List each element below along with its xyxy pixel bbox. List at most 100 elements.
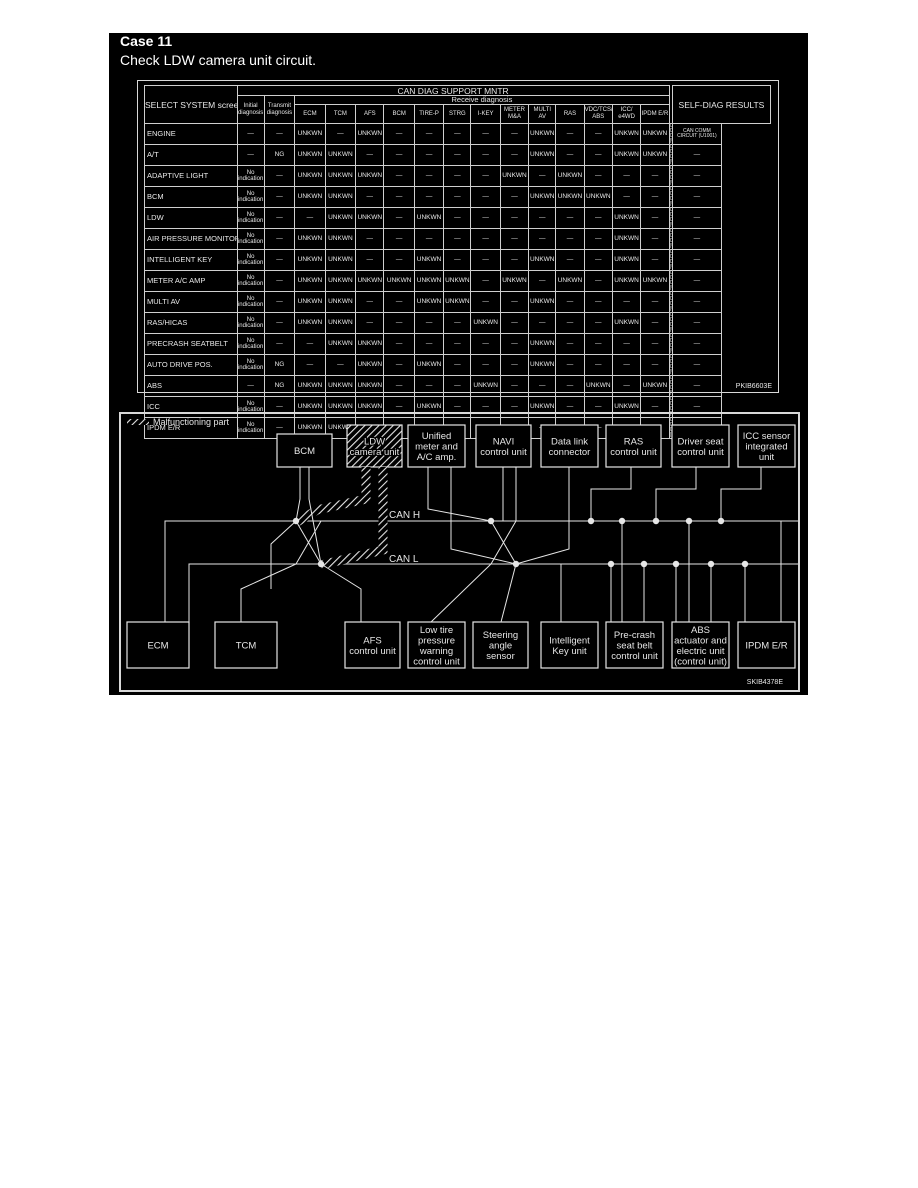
self-diag-result-cell: — bbox=[671, 144, 722, 166]
receive-diag-cell: — bbox=[555, 312, 585, 334]
self-diag-header: SELF-DIAG RESULTS bbox=[671, 85, 772, 124]
receive-diag-cell: UNKWN bbox=[294, 186, 326, 208]
receive-diag-cell: — bbox=[583, 333, 613, 355]
can-l-label: CAN L bbox=[389, 554, 419, 565]
receive-diag-cell: — bbox=[499, 354, 530, 376]
receive-diag-cell: — bbox=[355, 228, 385, 250]
receive-diag-cell: — bbox=[413, 165, 445, 187]
receive-diag-cell: — bbox=[294, 333, 326, 355]
initial-diag-cell: No indication bbox=[236, 333, 265, 355]
receive-diag-cell: UNKWN bbox=[324, 207, 357, 229]
receive-diag-cell: — bbox=[555, 375, 585, 397]
receive-diag-cell: — bbox=[413, 144, 445, 166]
receive-diag-cell: — bbox=[383, 186, 415, 208]
receive-diag-cell: UNKWN bbox=[499, 270, 530, 292]
abs-label: ABS bbox=[691, 625, 710, 636]
receive-diag-cell: — bbox=[640, 312, 670, 334]
bcm-label: BCM bbox=[294, 446, 315, 457]
receive-diag-cell: UNKWN bbox=[528, 249, 557, 271]
icc-label: integrated bbox=[745, 442, 787, 453]
bcm-can-l bbox=[308, 467, 322, 565]
receive-diag-cell: UNKWN bbox=[413, 270, 445, 292]
seat-box bbox=[671, 424, 730, 468]
precrash-label: control unit bbox=[611, 651, 658, 662]
system-name-cell: BCM bbox=[144, 186, 238, 208]
initial-diag-cell: No indication bbox=[236, 249, 265, 271]
navi-box bbox=[475, 424, 532, 468]
junction-dot bbox=[640, 560, 648, 568]
transmit-diag-header: Transmit diagnosis bbox=[263, 95, 296, 124]
icc-box bbox=[737, 424, 796, 468]
tire-label: pressure bbox=[418, 635, 455, 646]
receive-diag-cell: UNKWN bbox=[555, 186, 585, 208]
ecm-link bbox=[270, 520, 297, 589]
steer-label: sensor bbox=[486, 651, 515, 662]
junction-dot bbox=[512, 560, 520, 568]
junction-dot bbox=[487, 517, 495, 525]
twist-left-b bbox=[295, 520, 322, 565]
junction-dot bbox=[672, 560, 680, 568]
receive-diag-cell: UNKWN bbox=[294, 123, 326, 145]
receive-diag-cell: — bbox=[470, 165, 501, 187]
initial-diag-cell: No indication bbox=[236, 312, 265, 334]
receive-diag-cell: — bbox=[583, 123, 613, 145]
receive-diag-cell: — bbox=[443, 123, 472, 145]
junction-dot bbox=[618, 517, 626, 525]
receive-diag-cell: — bbox=[499, 291, 530, 313]
receive-col-header: AFS bbox=[355, 104, 385, 124]
case-description: Check LDW camera unit circuit. bbox=[120, 52, 317, 68]
transmit-diag-cell: — bbox=[263, 186, 296, 208]
receive-diag-cell: — bbox=[324, 123, 357, 145]
receive-diag-cell: UNKWN bbox=[355, 123, 385, 145]
receive-diag-cell: UNKWN bbox=[413, 291, 445, 313]
receive-diag-cell: — bbox=[499, 249, 530, 271]
transmit-diag-cell: — bbox=[263, 165, 296, 187]
receive-diag-cell: UNKWN bbox=[294, 291, 326, 313]
meter-label: A/C amp. bbox=[417, 452, 457, 463]
initial-diag-cell: — bbox=[236, 123, 265, 145]
receive-diag-cell: UNKWN bbox=[611, 123, 642, 145]
abs-label: electric unit bbox=[676, 646, 724, 657]
receive-diag-cell: — bbox=[413, 312, 445, 334]
receive-diag-cell: — bbox=[640, 291, 670, 313]
receive-diag-cell: — bbox=[470, 123, 501, 145]
self-diag-result-cell: — bbox=[671, 165, 722, 187]
receive-diag-cell: — bbox=[640, 207, 670, 229]
receive-diag-cell: — bbox=[383, 144, 415, 166]
receive-diag-cell: UNKWN bbox=[528, 144, 557, 166]
receive-diag-cell: — bbox=[413, 375, 445, 397]
system-name-cell: METER A/C AMP bbox=[144, 270, 238, 292]
system-name-cell: RAS/HICAS bbox=[144, 312, 238, 334]
ikey-box bbox=[540, 621, 599, 669]
self-diag-result-cell: — bbox=[671, 354, 722, 376]
receive-diag-cell: UNKWN bbox=[294, 249, 326, 271]
receive-diag-cell: — bbox=[583, 144, 613, 166]
receive-diag-cell: UNKWN bbox=[640, 144, 670, 166]
can-diag-table: SELECT SYSTEM screen CAN DIAG SUPPORT MN… bbox=[144, 85, 772, 439]
tire-label: Low tire bbox=[420, 625, 453, 636]
ldw-can-l-harness bbox=[319, 467, 388, 570]
receive-diag-cell: — bbox=[583, 354, 613, 376]
receive-diag-cell: — bbox=[555, 333, 585, 355]
figure-code: PKIB6603E bbox=[735, 383, 772, 390]
receive-diag-cell: UNKWN bbox=[294, 165, 326, 187]
tcm-label: TCM bbox=[236, 641, 257, 652]
receive-diag-cell: — bbox=[355, 186, 385, 208]
receive-col-header: TCM bbox=[324, 104, 357, 124]
receive-diag-cell: UNKWN bbox=[294, 144, 326, 166]
icc-tap bbox=[720, 467, 762, 521]
receive-diag-cell: — bbox=[640, 333, 670, 355]
receive-diag-cell: — bbox=[470, 186, 501, 208]
transmit-diag-cell: — bbox=[263, 249, 296, 271]
receive-diag-cell: UNKWN bbox=[355, 375, 385, 397]
ipdm-label: IPDM E/R bbox=[745, 641, 787, 652]
receive-diag-cell: — bbox=[583, 249, 613, 271]
junction-dot bbox=[685, 517, 693, 525]
ras-tap bbox=[590, 467, 632, 521]
receive-diag-cell: UNKWN bbox=[324, 228, 357, 250]
receive-diag-cell: UNKWN bbox=[528, 354, 557, 376]
receive-col-header: BCM bbox=[383, 104, 415, 124]
receive-col-header: STRG bbox=[443, 104, 472, 124]
